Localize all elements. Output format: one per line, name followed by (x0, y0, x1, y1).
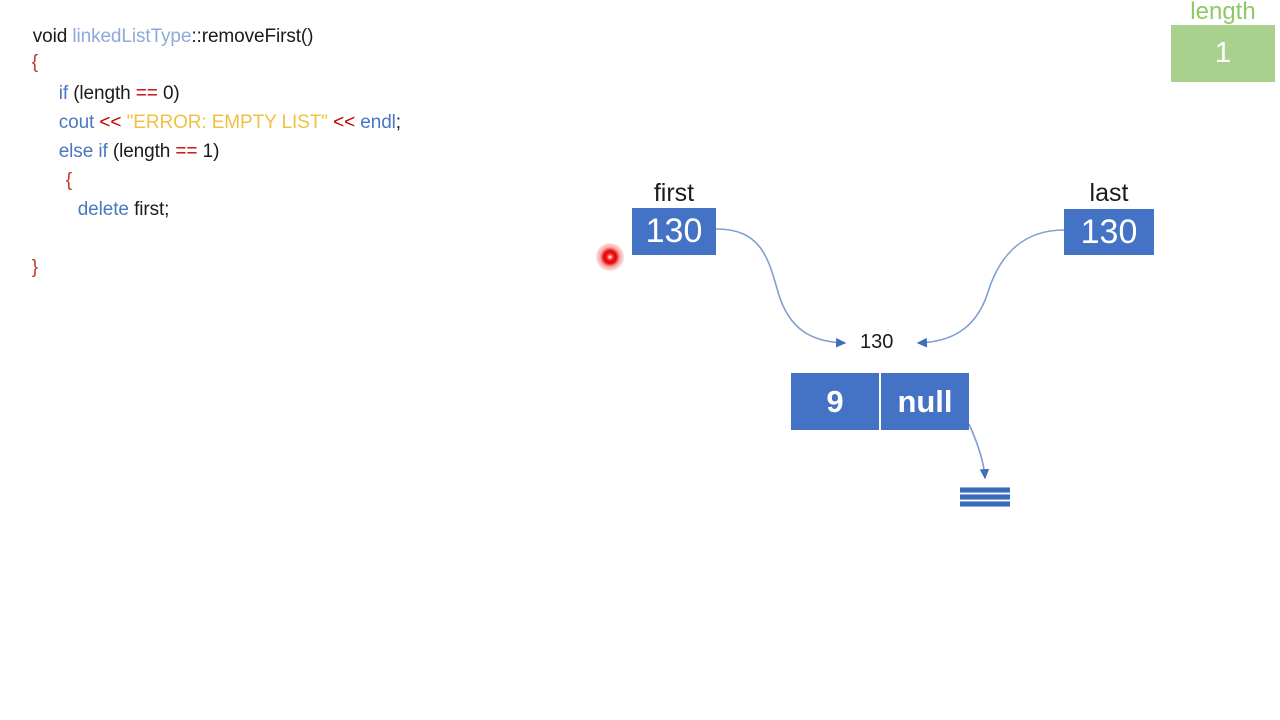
code-line-inner-open-brace: { (45, 151, 72, 211)
ground-symbol-icon (960, 487, 1010, 507)
node-cell-divider (879, 373, 881, 430)
length-value-box: 1 (1171, 25, 1275, 82)
code-line-else-if-length-one: else if (length == 1) (38, 122, 220, 182)
last-pointer-box: 130 (1064, 209, 1154, 255)
code-line-signature: void linkedListType::removeFirst() (12, 7, 314, 67)
code-token: else if (58, 141, 113, 162)
code-line-if-length-zero: if (length == 0) (38, 64, 180, 124)
code-token-string: "ERROR: EMPTY LIST" (126, 112, 328, 133)
code-token: } (31, 257, 38, 278)
laser-pointer-icon (596, 243, 624, 271)
code-panel: void linkedListType::removeFirst() { if … (0, 0, 560, 280)
code-token: << (333, 112, 356, 133)
code-token: == (175, 141, 198, 162)
code-token: endl (355, 112, 396, 133)
code-line-close-brace: } (11, 238, 38, 298)
node-next-cell: null (881, 373, 969, 430)
first-pointer-box: 130 (632, 208, 716, 255)
last-pointer-label: last (1089, 179, 1129, 207)
code-token: (length (73, 83, 136, 104)
list-node: 9 null (791, 373, 969, 430)
code-token: if (58, 83, 74, 104)
code-token: { (31, 52, 38, 73)
code-token: first; (134, 199, 170, 220)
code-line-cout-error: cout << "ERROR: EMPTY LIST" << endl; (38, 93, 401, 153)
code-token: { (65, 170, 72, 191)
arrow-next-to-ground (968, 423, 990, 480)
code-token: cout (58, 112, 100, 133)
code-token: ::removeFirst() (191, 26, 314, 47)
length-caption: length (1190, 0, 1256, 25)
ground-bar (960, 487, 1010, 493)
code-token: void (32, 26, 73, 47)
code-line-delete-first: delete first; (57, 180, 170, 240)
code-token: delete (77, 199, 135, 220)
code-token: ; (395, 112, 401, 133)
code-token: 0) (157, 83, 180, 104)
code-token: (length (112, 141, 176, 162)
code-token: linkedListType (72, 26, 192, 47)
node-address-label: 130 (860, 331, 894, 353)
arrow-first-to-node (715, 228, 847, 348)
code-token: 1) (197, 141, 220, 162)
length-badge: length 1 (1171, 0, 1275, 82)
code-line-open-brace: { (11, 33, 38, 93)
ground-bar (960, 501, 1010, 507)
ground-bar (960, 494, 1010, 500)
node-data-cell: 9 (791, 373, 879, 430)
arrow-last-to-node (916, 229, 1065, 348)
code-token: == (135, 83, 158, 104)
first-pointer-label: first (653, 179, 695, 207)
code-token: << (99, 112, 122, 133)
